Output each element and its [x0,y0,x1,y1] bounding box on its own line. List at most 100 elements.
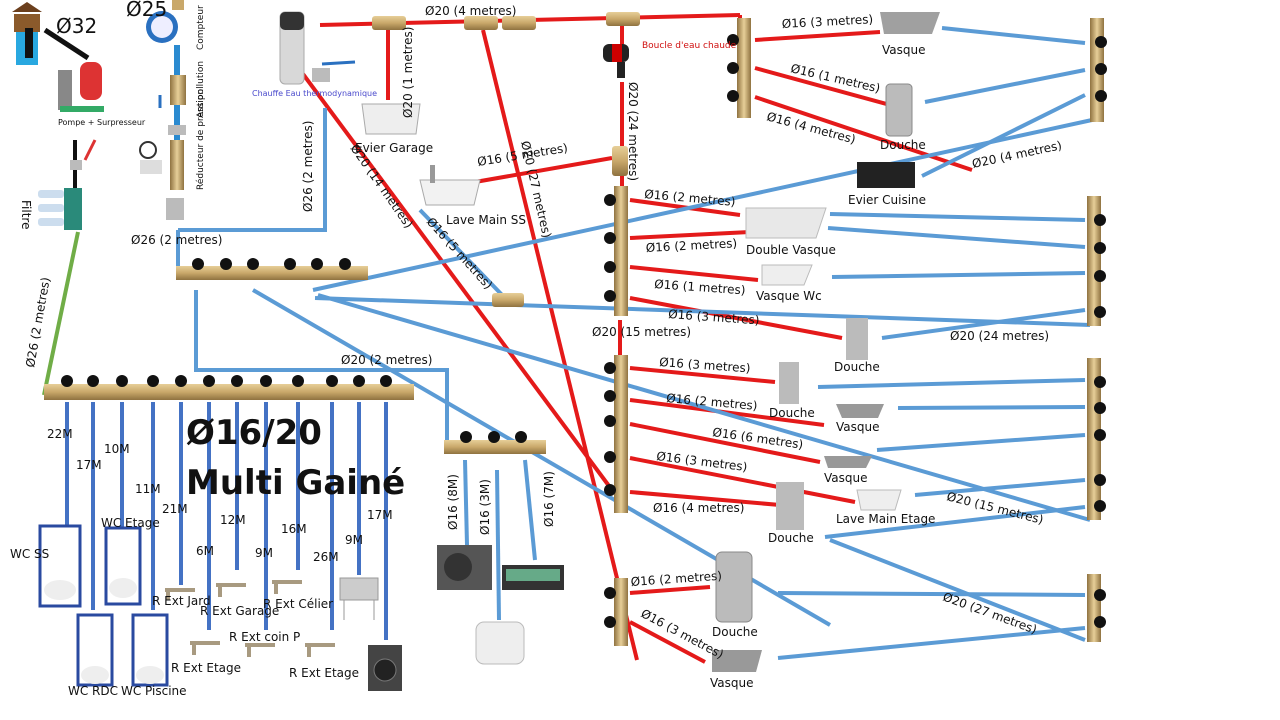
length-label: 21M [162,502,188,516]
douche-icon [846,318,868,360]
hot-branch [629,585,711,595]
multi-gaine-title-2: Multi Gainé [186,463,405,503]
cold-pool-branch [523,459,537,561]
length-label: 10M [104,442,130,456]
lave-main-etage-icon [856,489,902,511]
hot-branch [754,30,881,42]
vasque-icon [880,12,940,34]
hot-branch [629,490,781,507]
hot-diag-14 [298,68,614,492]
green-pipe-label: Ø26 (2 metres) [23,276,53,368]
manifold-hot-bottom [604,578,628,646]
fixture-label: R Ext coin P [229,630,300,644]
cold-return [914,478,1086,497]
length-label: 9M [345,533,363,547]
hot-main-label: Ø20 (4 metres) [425,4,516,18]
garage-sink-label: Evier Garage [355,141,433,155]
tee-fittings [372,12,640,307]
valve-icon [168,125,186,135]
fixture-label: Douche [712,625,758,639]
wc-icon [38,524,82,608]
branch-pipe-label: Ø16 (2 metres) [630,569,722,589]
meter-label: Compteur [196,5,206,50]
pool-branch-label: Ø16 (7M) [542,471,556,527]
multi-gaine-title-1: Ø16/20 [186,413,322,453]
length-label: 17M [76,458,102,472]
reducer-label: Réducteur de pression [195,89,206,190]
manifold-cold-right-4 [1087,574,1106,642]
riser-label: Ø20 (24 metres) [626,82,640,181]
riser-15-label: Ø20 (15 metres) [592,325,691,339]
hot-branch [629,230,751,240]
hot-branch [754,66,891,107]
circulator-pump-icon [603,44,629,78]
length-label: 17M [367,508,393,522]
heater-valve-icon [312,60,356,82]
length-label: 16M [281,522,307,536]
cold-20-27-label: Ø20 (27 metres) [941,590,1039,637]
fixture-label: Vasque Wc [756,289,822,303]
evier-cuisine-icon [857,162,915,188]
length-label: 6M [196,544,214,558]
hot-diag-27 [481,29,639,661]
filter-icon [38,188,82,230]
branch-pipe-label: Ø16 (1 metres) [654,277,746,297]
utility-sink-icon [339,577,379,620]
vasque-icon [836,404,884,418]
fixture-label: Double Vasque [746,243,836,257]
vasque-wc-icon [761,264,813,286]
fixture-label: WC SS [10,547,49,561]
hot-branch [629,620,706,664]
manifold-hot-mid [604,186,628,316]
length-label: 22M [47,427,73,441]
cold-return [924,68,1086,104]
fixture-label: Douche [768,531,814,545]
heat-pump-icon [437,545,492,590]
cold-main-15 [317,293,1091,522]
fixture-label: R Ext Jard [152,594,211,608]
cold-return [817,378,1086,389]
fixture-label: Lave Main Etage [836,512,935,526]
cold-return [777,626,1086,660]
wc-icon [131,613,169,687]
lave-main-ss-icon [419,165,481,206]
branch-pipe-label: Ø16 (3 metres) [668,307,760,327]
length-label: 26M [313,550,339,564]
wc-icon [104,526,142,606]
vasque-icon [712,650,762,672]
manifold-pool [444,431,546,454]
pool-icon [502,565,564,590]
antipollution-icon [170,75,186,105]
hot-branch [754,95,973,172]
cold-heater-feed [178,108,327,232]
washing-machine-icon [368,645,402,691]
filter-label: Filtre [19,200,33,229]
manifold-multi-gaine [44,375,414,400]
cold-return [831,271,1086,279]
fixture-label: WC Piscine [121,684,187,698]
cold-return [876,433,1086,452]
vasque-icon [824,456,872,468]
meter-pipe-label: Ø25 [126,0,167,21]
cold-20-2-label: Ø20 (2 metres) [341,353,432,367]
cold-feed-multi [194,290,449,445]
fixture-label: Vasque [836,420,880,434]
diag-14-label: Ø20 (14 metres) [348,142,416,231]
douche-icon [885,83,913,137]
fixture-label: Douche [769,406,815,420]
length-label: 11M [135,482,161,496]
cold-return [827,226,1086,249]
black-pipe-pump [43,27,90,61]
manifold-cold-right-2 [1087,196,1106,326]
fixture-label: R Ext Célier [263,597,333,611]
well-icon [12,2,42,65]
pump-label: Pompe + Surpresseur [58,118,146,127]
length-label: 12M [220,513,246,527]
cold-pool-branch [495,469,501,621]
water-meter-icon [146,0,184,43]
pool-branch-label: Ø16 (8M) [446,474,460,530]
pump-icon [58,62,104,112]
cold-return [881,308,1086,340]
heater-label: Chauffe Eau thermodynamique [252,89,377,98]
